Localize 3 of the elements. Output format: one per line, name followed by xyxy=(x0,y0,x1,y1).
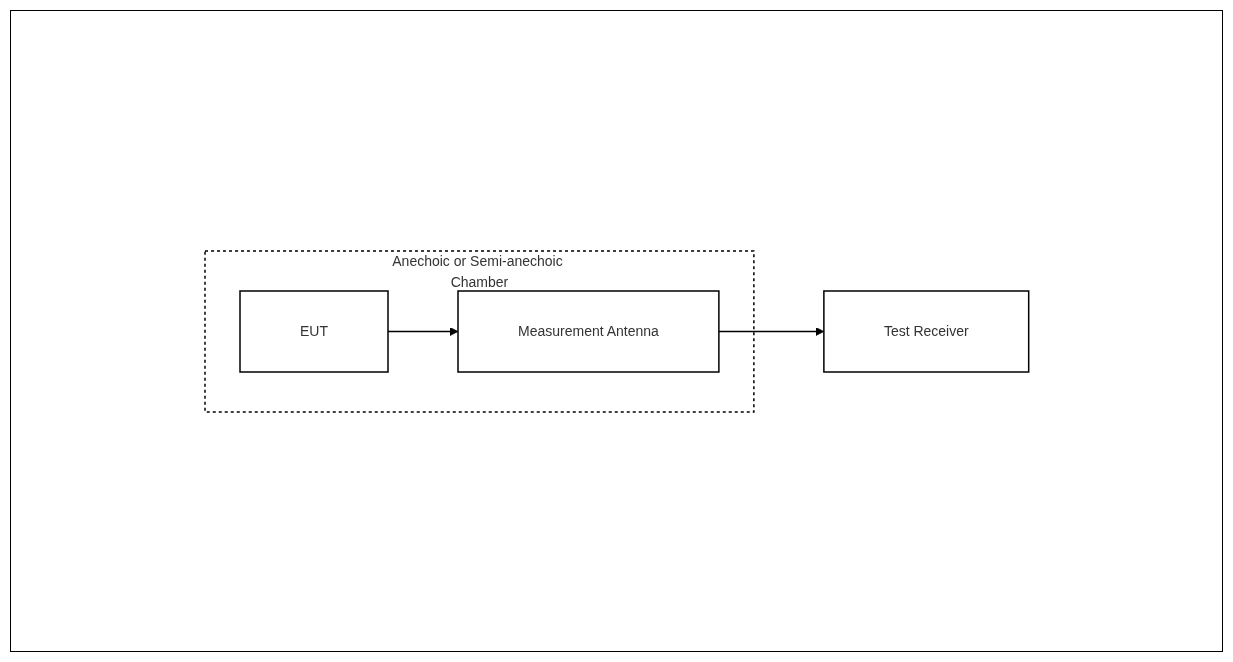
node-box: Test Receiver xyxy=(822,289,1030,373)
node-box: EUT xyxy=(238,289,389,373)
node-box: Measurement Antenna xyxy=(456,289,720,373)
